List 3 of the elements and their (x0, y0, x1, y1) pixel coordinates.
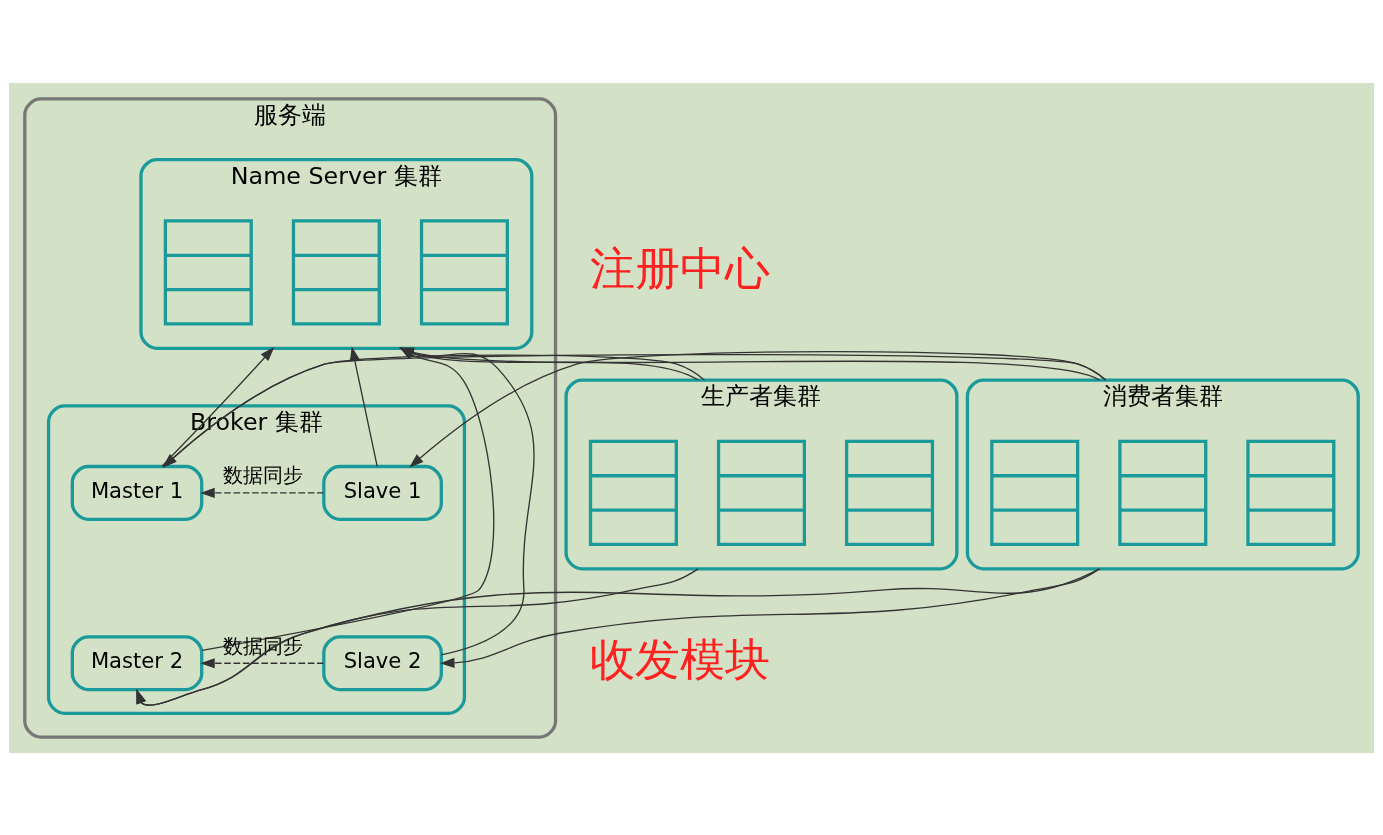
label: 注册中心 (589, 241, 770, 295)
label: 收发模块 (589, 632, 770, 686)
edge-label: 数据同步 (222, 463, 303, 487)
